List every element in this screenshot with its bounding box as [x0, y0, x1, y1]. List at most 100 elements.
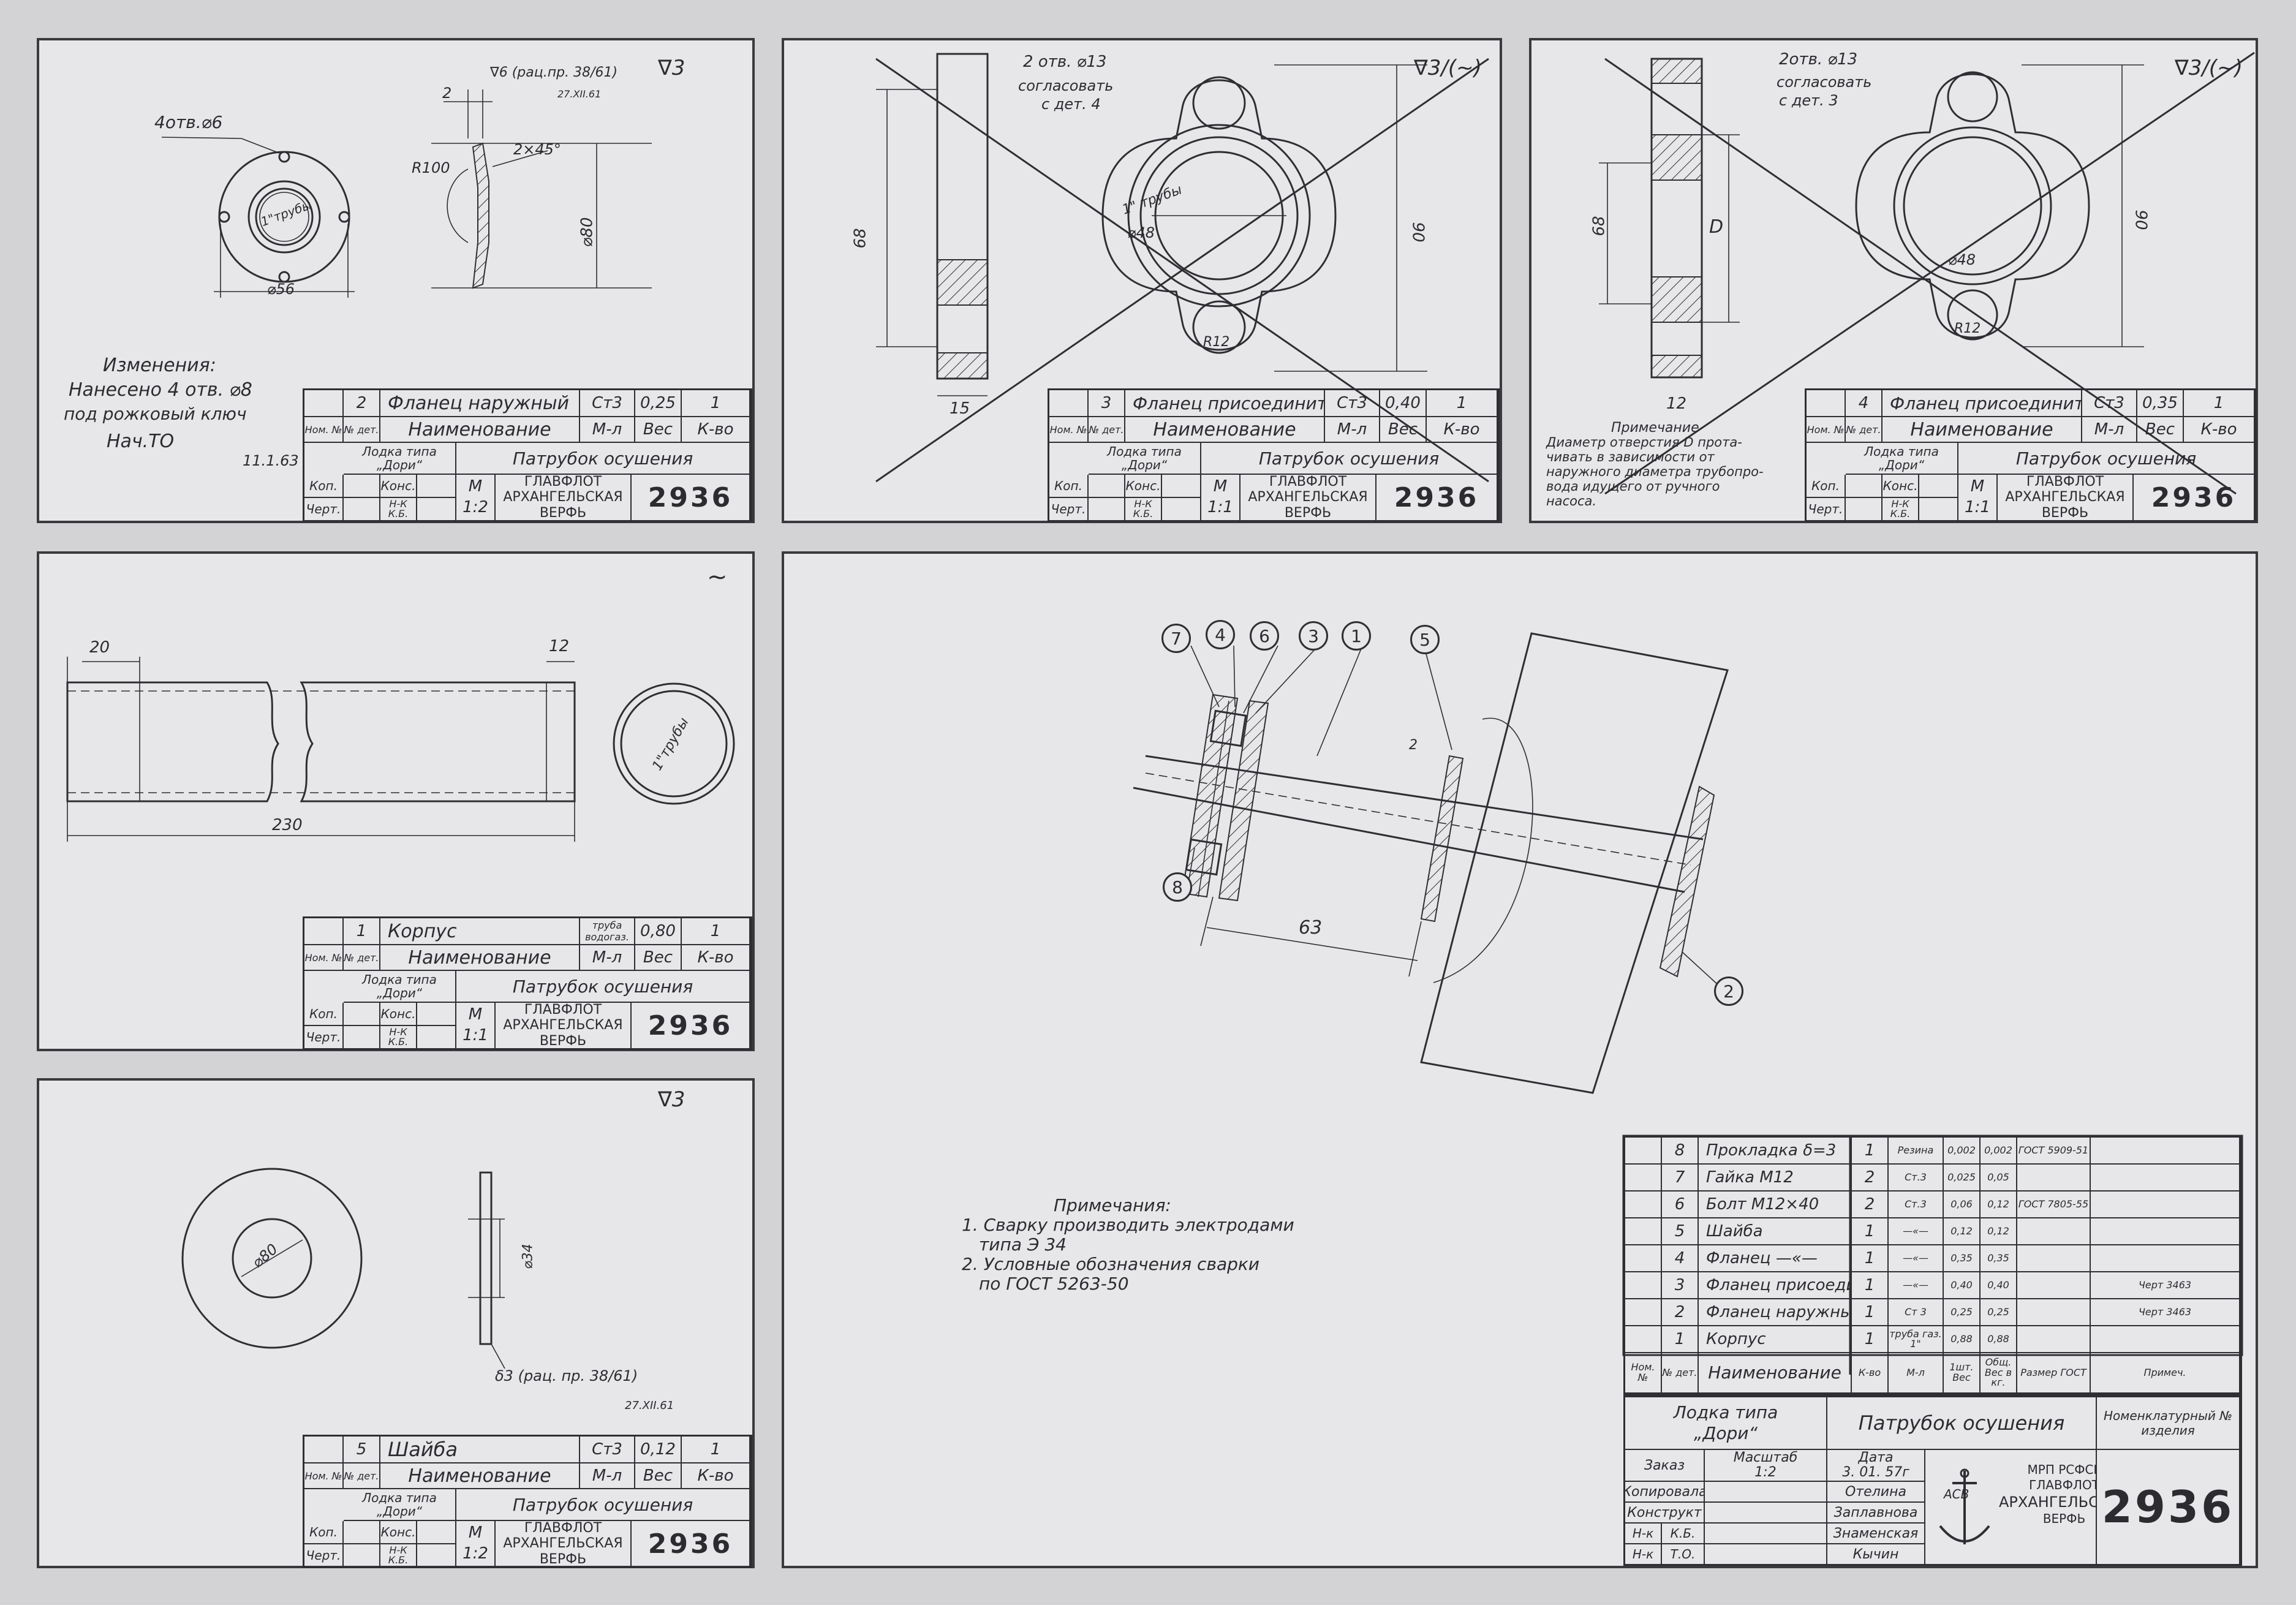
bom-cell-name: Корпус: [1699, 1326, 1852, 1353]
boat-type: Лодка типа„Дори“: [344, 443, 456, 475]
bom-cell-w2: 0,05: [1981, 1165, 2017, 1191]
bom-cell-mat: —«—: [1889, 1245, 1944, 1272]
bom-cell-std: ГОСТ 7805-55: [2017, 1191, 2091, 1218]
note-line-3: чивать в зависимости от: [1546, 450, 1715, 464]
part-no: 5: [344, 1437, 380, 1463]
bom-cell-name: Гайка М12: [1699, 1165, 1852, 1191]
bom-cell-no: [1625, 1326, 1662, 1353]
bom-cell-pos: 4: [1662, 1245, 1699, 1272]
bom-cell-w1: 0,35: [1944, 1245, 1981, 1272]
balloon-3: 3: [1299, 621, 1328, 651]
sheet-part-1: ∼ 20 12 230 1"трубы 1 Корпус труба водог…: [37, 551, 755, 1051]
chert-label: Черт.: [304, 1026, 344, 1049]
balloon-1: 1: [1342, 621, 1371, 651]
part-no: 4: [1846, 390, 1882, 417]
logo-text: АСВ: [1944, 1487, 1969, 1501]
bom-cell-qty: 1: [1852, 1326, 1889, 1353]
qty: 1: [2184, 390, 2255, 417]
qty: 1: [1427, 390, 1498, 417]
bom-cell-w1: 0,002: [1944, 1138, 1981, 1165]
head-no: Ном. №: [1049, 417, 1089, 443]
bom-head-name: Наименование: [1699, 1353, 1852, 1394]
finish-mark: ∇3/(∼): [1414, 56, 1482, 80]
head-qty: К-во: [1427, 417, 1498, 443]
bom-cell-pos: 6: [1662, 1191, 1699, 1218]
change-note-3: под рожковый ключ: [64, 404, 247, 424]
bom-cell-w2: 0,35: [1981, 1245, 2017, 1272]
head-no: Ном. №: [304, 945, 344, 971]
head-mat: М-л: [580, 417, 635, 443]
head-no: Ном. №: [304, 1463, 344, 1489]
drawing-number: 2936: [2134, 475, 2255, 521]
name-copy: Отелина: [1827, 1482, 1925, 1503]
bom-cell-note: Черт 3463: [2091, 1299, 2240, 1326]
bom-cell-w2: 0,12: [1981, 1218, 2017, 1245]
weight: 0,40: [1380, 390, 1427, 417]
bom-cell-note: [2091, 1326, 2240, 1353]
role-kb: Н-к: [1625, 1524, 1662, 1544]
product-name: Патрубок осушения: [456, 1489, 750, 1521]
kop-label: Коп.: [304, 475, 344, 498]
head-qty: К-во: [682, 1463, 750, 1489]
nk-sign: [417, 1544, 456, 1568]
boat-type: Лодка типа„Дори“: [344, 1489, 456, 1521]
title-nomen: Номенклатурный № изделия: [2097, 1397, 2240, 1450]
kons-label: Конс.: [380, 1003, 417, 1026]
part-2-drawing: [161, 89, 652, 298]
kons-label: Конс.: [380, 475, 417, 498]
bom-cell-pos: 3: [1662, 1272, 1699, 1299]
qty: 1: [682, 1437, 750, 1463]
bom-cell-name: Фланец —«—: [1699, 1245, 1852, 1272]
kons-sign: [1919, 475, 1958, 498]
bom-cell-no: [1625, 1218, 1662, 1245]
chert-label: Черт.: [1807, 498, 1846, 521]
kop-label: Коп.: [1049, 475, 1089, 498]
part-3-drawing: [875, 53, 1489, 483]
head-name: Наименование: [380, 1463, 580, 1489]
part-name: Фланец присоединит.: [1125, 390, 1325, 417]
head-mat: М-л: [580, 945, 635, 971]
sign-copy: [1705, 1482, 1827, 1503]
org-text: МРП РСФСР ГЛАВФЛОТ АРХАНГЕЛЬСКАЯ ВЕРФЬ: [1999, 1462, 2097, 1526]
bom-cell-no: [1625, 1272, 1662, 1299]
main-title-block: Лодка типа„Дори“ Патрубок осушения Номен…: [1623, 1395, 2242, 1566]
r12-label: R12: [1954, 321, 1981, 336]
bom-cell-mat: Резина: [1889, 1138, 1944, 1165]
d90-label: 90: [2131, 210, 2150, 230]
title-block-part-1: 1 Корпус труба водогаз. 0,80 1 Ном. № № …: [303, 916, 752, 1050]
nk-sign: [1919, 498, 1958, 521]
kop-sign: [1846, 475, 1882, 498]
role-to: Н-к: [1625, 1544, 1662, 1565]
d34-label: ⌀34: [520, 1244, 536, 1269]
bom-cell-std: [2017, 1245, 2091, 1272]
kons-sign: [417, 475, 456, 498]
note-line-6: насоса.: [1546, 494, 1597, 508]
sheet-part-3: ∇3/(∼) 2 отв. ⌀13 согласовать с дет. 4 6…: [782, 38, 1502, 523]
qty: 1: [682, 390, 750, 417]
change-note-1: Изменения:: [103, 355, 216, 376]
role-copy: Копировала: [1625, 1482, 1705, 1503]
bom-cell-qty: 2: [1852, 1191, 1889, 1218]
bom-head-w2: Общ. Вес в кг.: [1981, 1353, 2017, 1394]
head-no: Ном. №: [1807, 417, 1846, 443]
d90-label: 90: [1408, 222, 1427, 243]
part-4-drawing: [1599, 51, 2255, 495]
bom-cell-w2: 0,88: [1981, 1326, 2017, 1353]
bom-cell-mat: Ст 3: [1889, 1299, 1944, 1326]
part-name: Фланец наружный: [380, 390, 580, 417]
part-5-drawing: [181, 1168, 505, 1369]
sheet-part-4: ∇3/(∼) 2отв. ⌀13 согласовать с дет. 3 D …: [1529, 38, 2258, 523]
sign-design: [1705, 1503, 1827, 1524]
kop-label: Коп.: [304, 1521, 344, 1544]
balloon-7: 7: [1161, 624, 1191, 653]
finish-mark: ∇3: [658, 56, 685, 80]
dim2-label: 2: [442, 85, 452, 102]
weight: 0,80: [635, 918, 682, 945]
agree-label-2: с дет. 4: [1041, 96, 1101, 113]
bom-cell-qty: 1: [1852, 1299, 1889, 1326]
